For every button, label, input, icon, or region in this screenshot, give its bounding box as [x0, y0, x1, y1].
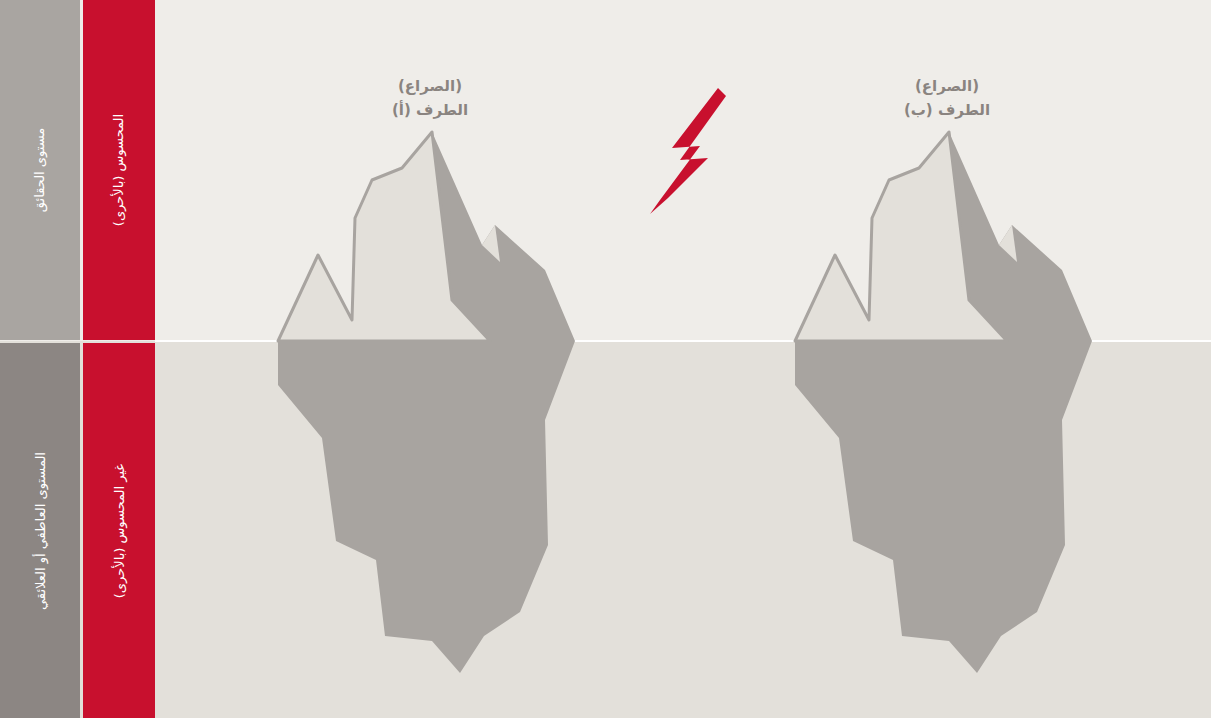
band-label: المستوى العاطفي أو العلائقي: [30, 343, 50, 718]
red-band: [83, 0, 155, 340]
level-band: المستوى العاطفي أو العلائقي: [0, 343, 80, 718]
iceberg-face: [278, 132, 490, 341]
iceberg-illustration: [278, 132, 575, 673]
band-label: (بالأحرى) المحسوس: [109, 0, 129, 340]
perception-band: (بالأحرى) غير المحسوس: [83, 343, 155, 718]
level-band: مستوى الحقائق: [0, 0, 80, 340]
gray-band: [0, 343, 80, 718]
perception-band: (بالأحرى) المحسوس: [83, 0, 155, 340]
iceberg-underwater: [278, 341, 575, 673]
band-label: مستوى الحقائق: [30, 0, 50, 340]
iceberg-face: [999, 225, 1017, 262]
iceberg-party: (الصراع)الطرف (ب): [787, 74, 1107, 680]
iceberg-face: [795, 132, 1007, 341]
upper-zone: [0, 0, 1211, 341]
party-heading: (الصراع): [270, 74, 590, 98]
lightning-symbol: [650, 88, 726, 214]
party-heading: (الصراع): [787, 74, 1107, 98]
iceberg-illustration: [795, 132, 1092, 673]
iceberg-face: [482, 225, 500, 262]
party-heading: الطرف (أ): [270, 98, 590, 122]
lower-zone: [0, 341, 1211, 718]
iceberg-party: (الصراع)الطرف (أ): [270, 74, 590, 680]
iceberg-underwater: [795, 341, 1092, 673]
band-label: (بالأحرى) غير المحسوس: [109, 343, 129, 718]
party-heading: الطرف (ب): [787, 98, 1107, 122]
red-band: [83, 343, 155, 718]
gray-band: [0, 0, 80, 340]
